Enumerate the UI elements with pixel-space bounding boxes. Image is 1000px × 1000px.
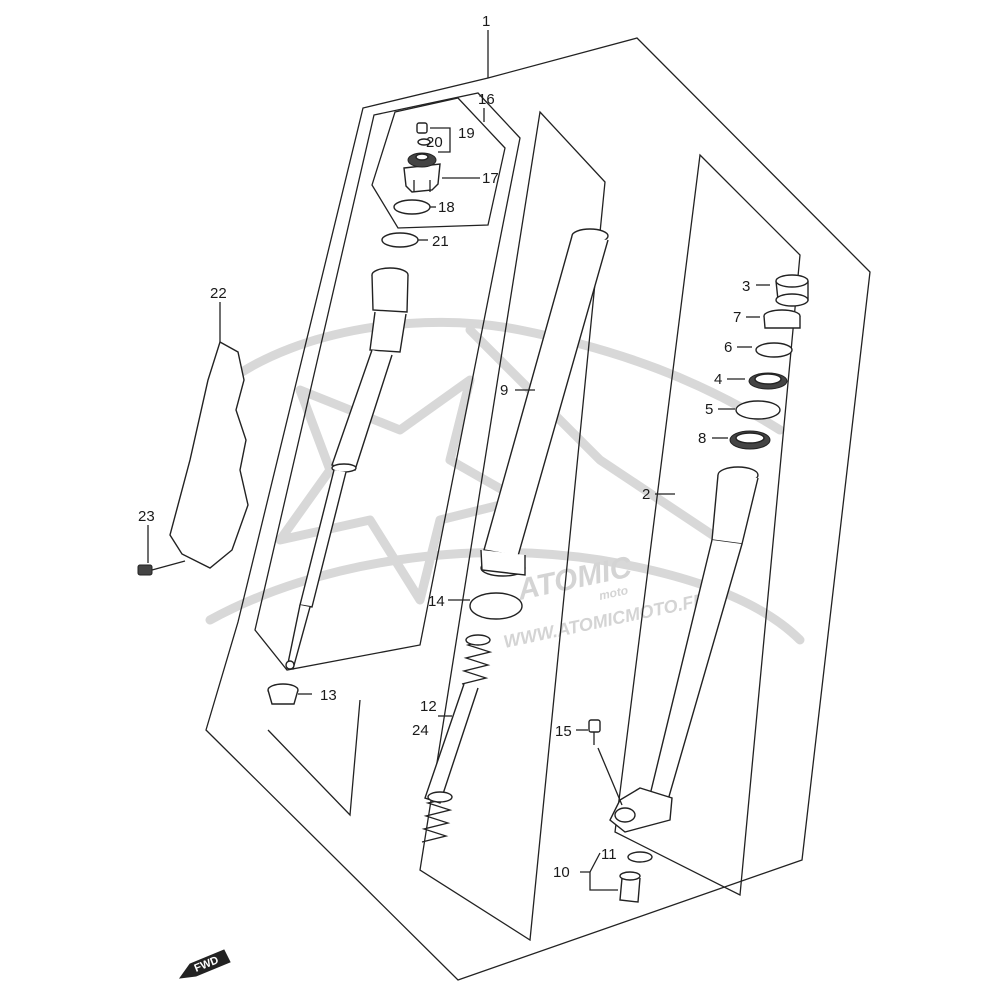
assembly-outline (205, 37, 871, 981)
axle-plug (619, 871, 641, 903)
washer-11 (627, 851, 653, 863)
callout-labels: 1 2 3 4 5 6 7 8 9 10 11 12 13 14 15 16 1… (138, 13, 750, 881)
callout-7: 7 (733, 309, 741, 326)
callout-11: 11 (601, 846, 617, 863)
callout-8: 8 (698, 430, 706, 447)
lower-outline (267, 699, 361, 817)
seal-stack (729, 274, 809, 450)
guard-bolt (137, 560, 186, 576)
watermark-sub: moto (598, 583, 630, 603)
leader-10 (580, 871, 618, 891)
cap-o-ring (393, 199, 431, 215)
callout-12: 12 (420, 698, 437, 715)
fork-cap (403, 152, 441, 193)
inner-group-outline (254, 92, 521, 671)
callout-15: 15 (555, 723, 572, 740)
callout-16: 16 (478, 91, 495, 108)
fwd-arrow-icon: FWD (178, 949, 231, 979)
callout-21: 21 (432, 233, 449, 250)
callout-1: 1 (482, 13, 490, 30)
leader-19-20 (430, 127, 451, 153)
cap-bolt (416, 122, 431, 146)
callout-23: 23 (138, 508, 155, 525)
outer-tube (609, 466, 759, 833)
damper-rod (285, 267, 409, 670)
callout-13: 13 (320, 687, 337, 704)
callout-22: 22 (210, 285, 227, 302)
outer-tube-outline (614, 153, 801, 897)
inner-tube (480, 228, 609, 577)
callout-10: 10 (553, 864, 570, 881)
oil-lock-cup (267, 683, 299, 705)
callout-6: 6 (724, 339, 732, 356)
callout-14: 14 (428, 593, 445, 610)
callout-5: 5 (705, 401, 713, 418)
o-ring-14 (469, 592, 523, 620)
callout-20: 20 (426, 134, 443, 151)
callout-4: 4 (714, 371, 722, 388)
callout-3: 3 (742, 278, 750, 295)
callout-18: 18 (438, 199, 455, 216)
leader-15b (597, 747, 623, 806)
callout-17: 17 (482, 170, 499, 187)
fork-guard (169, 340, 249, 569)
fork-spring (421, 634, 493, 843)
callout-2: 2 (642, 486, 650, 503)
callout-9: 9 (500, 382, 508, 399)
drain-bolt (588, 719, 601, 745)
cap-group-outline (371, 97, 506, 229)
callout-19: 19 (458, 125, 475, 142)
cartridge-outline (419, 110, 606, 942)
ring-21 (381, 232, 419, 248)
callout-24: 24 (412, 722, 429, 739)
leader-11 (589, 852, 601, 873)
